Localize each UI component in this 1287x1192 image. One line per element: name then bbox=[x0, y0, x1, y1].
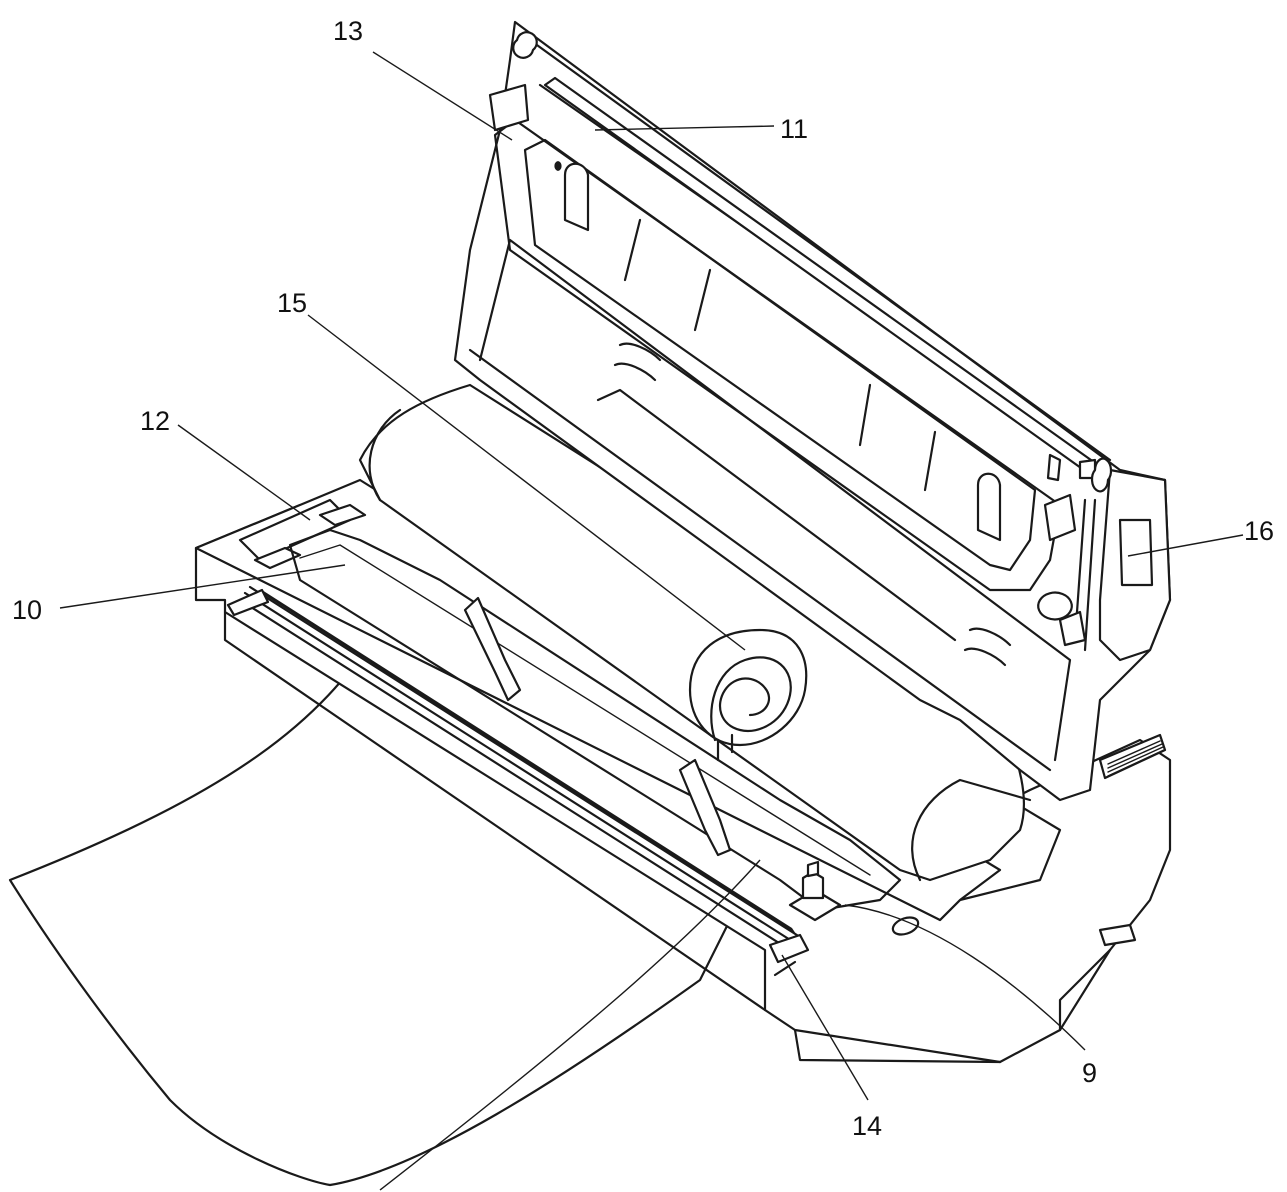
leader-14 bbox=[781, 954, 869, 1101]
callout-15: 15 bbox=[277, 288, 308, 318]
callout-9: 9 bbox=[1082, 1058, 1098, 1088]
callout-16: 16 bbox=[1244, 516, 1275, 546]
callout-12: 12 bbox=[140, 406, 171, 436]
leader-cutter bbox=[379, 859, 761, 1191]
leader-11 bbox=[594, 125, 775, 131]
bag-roll bbox=[358, 383, 1032, 882]
callout-13: 13 bbox=[333, 16, 364, 46]
leader-16 bbox=[1127, 534, 1244, 557]
leader-lines bbox=[59, 51, 1244, 1191]
leader-15 bbox=[307, 314, 746, 651]
leader-10 bbox=[59, 564, 346, 609]
lid bbox=[453, 20, 1172, 802]
leader-13 bbox=[372, 51, 513, 141]
cutter-marker bbox=[773, 960, 797, 977]
leader-12 bbox=[177, 424, 311, 521]
callout-10: 10 bbox=[12, 595, 43, 625]
callout-14: 14 bbox=[852, 1111, 883, 1141]
callout-11: 11 bbox=[780, 114, 809, 144]
leader-9 bbox=[844, 904, 1086, 1051]
